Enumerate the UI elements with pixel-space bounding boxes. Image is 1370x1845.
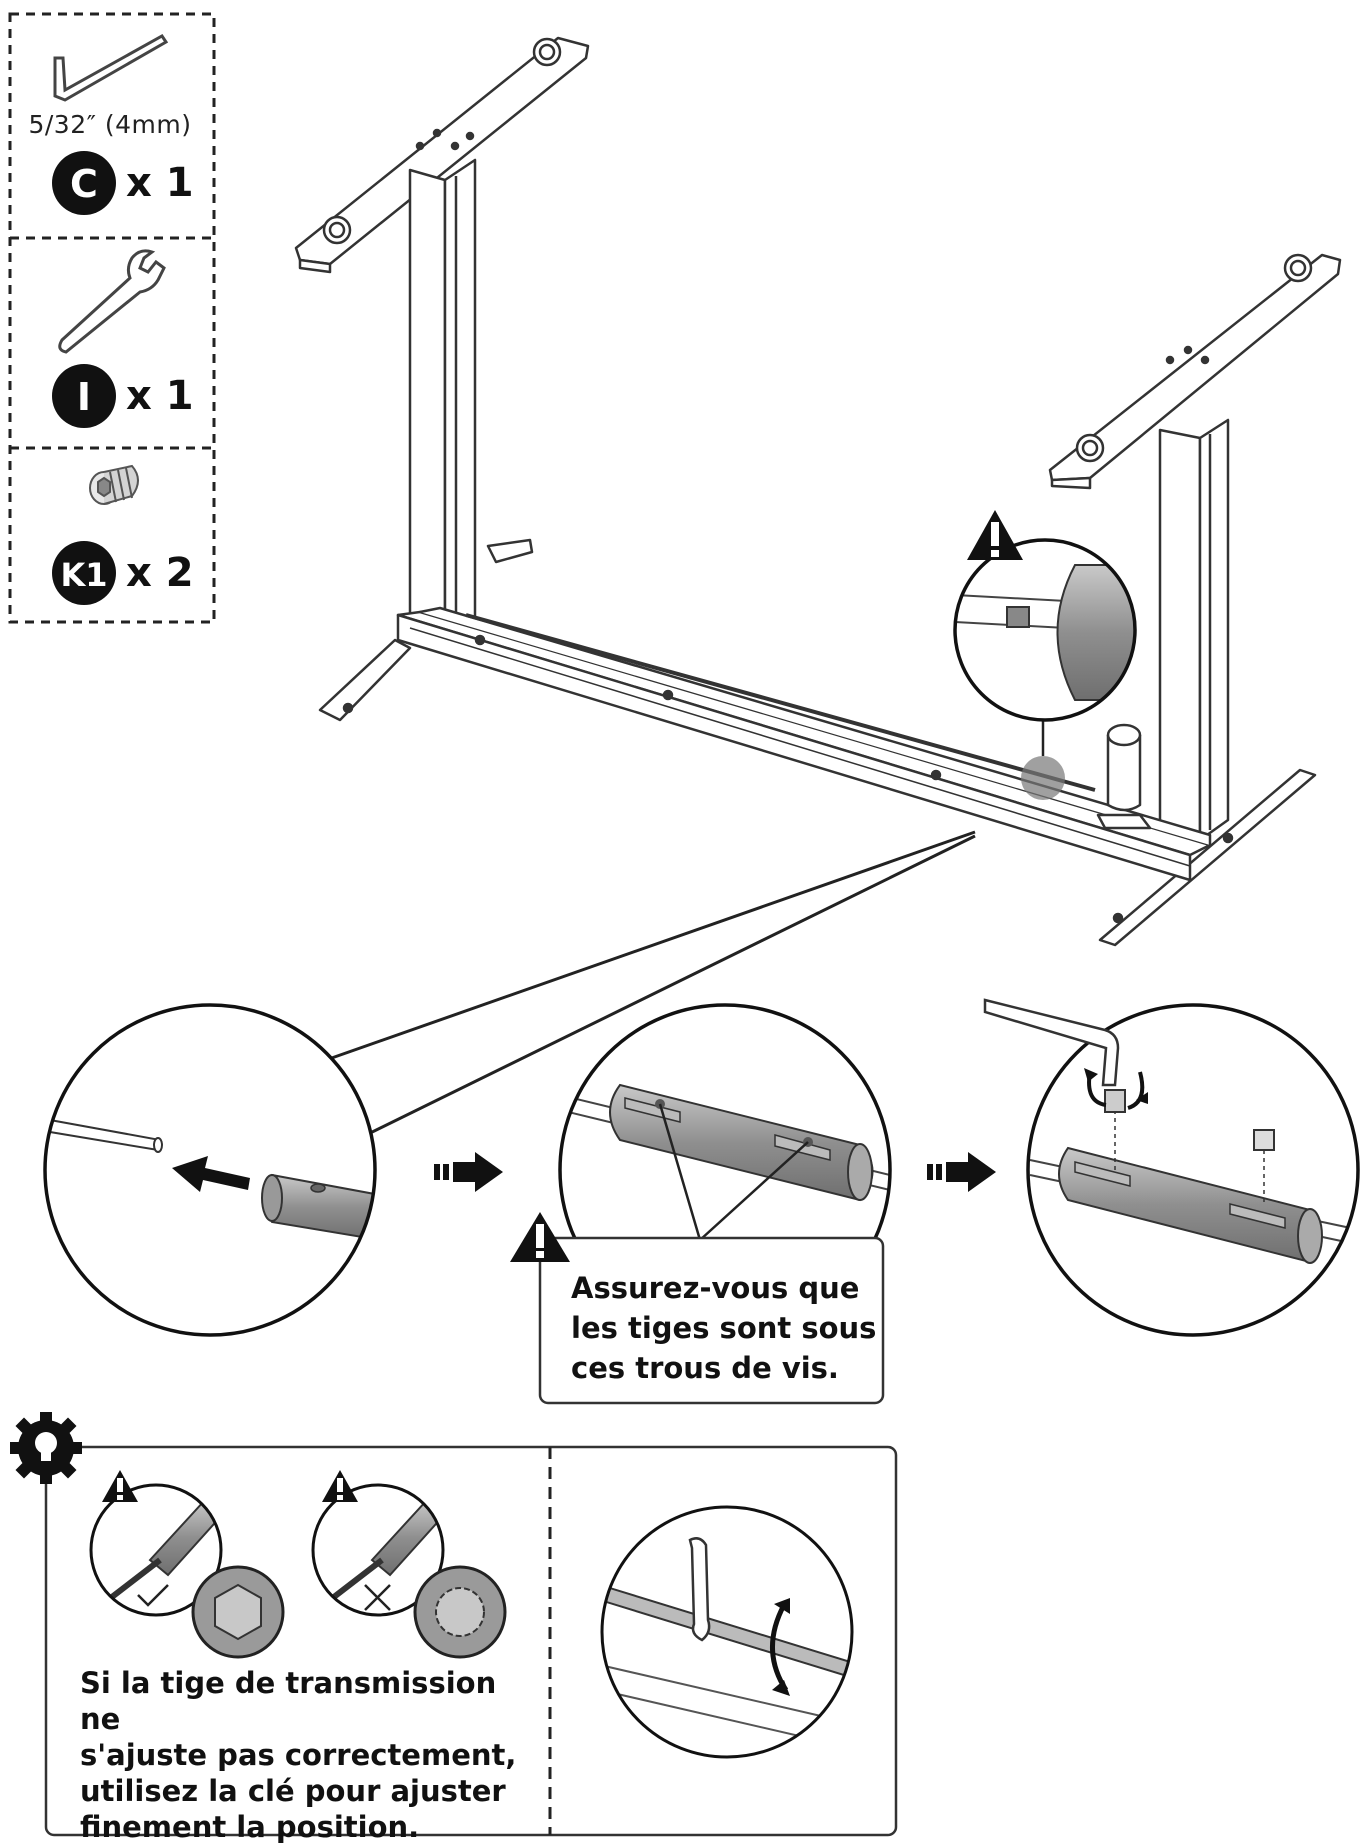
next-arrow-2: [927, 1152, 996, 1192]
svg-text:K1: K1: [60, 556, 107, 594]
svg-text:C: C: [70, 162, 98, 206]
part-k1-badge: K1: [52, 541, 116, 605]
part-c-badge: C: [52, 151, 116, 215]
callout-lines: [325, 830, 976, 1140]
coupling-highlight: [1021, 756, 1065, 800]
step-1-circle: [43, 1003, 377, 1337]
warning-icon-top: [967, 510, 1023, 560]
allen-key-size-label: 5/32″ (4mm): [28, 110, 192, 139]
open-wrench-icon: [58, 249, 166, 354]
tip-text: Si la tige de transmission ne s'ajuste p…: [80, 1666, 517, 1844]
desk-frame: [294, 36, 1342, 947]
incorrect-hex-example: [311, 1483, 507, 1659]
set-screw-icon: [89, 464, 139, 505]
parts-list: [8, 12, 216, 624]
part-i-badge: I: [52, 364, 116, 428]
warning-note-text: Assurez-vous que les tiges sont sous ces…: [571, 1271, 877, 1385]
next-arrow-1: [434, 1152, 503, 1192]
transmission-rod: [465, 613, 1096, 792]
allen-key-icon: [53, 34, 169, 102]
step-3-circle: [983, 998, 1360, 1337]
part-i-quantity: x 1: [126, 373, 194, 419]
svg-text:I: I: [77, 375, 91, 419]
coupling-detail-top: [953, 538, 1137, 722]
warning-note-box: [538, 1236, 885, 1405]
wrench-adjust-detail: [600, 1505, 854, 1759]
gear-lightbulb-icon: [10, 1412, 82, 1484]
correct-hex-example: [89, 1483, 285, 1659]
warning-icon-step2: [510, 1212, 570, 1262]
part-c-quantity: x 1: [126, 160, 194, 206]
warning-icon-good: [102, 1470, 138, 1502]
part-k1-quantity: x 2: [126, 550, 194, 596]
warning-icon-bad: [322, 1470, 358, 1502]
